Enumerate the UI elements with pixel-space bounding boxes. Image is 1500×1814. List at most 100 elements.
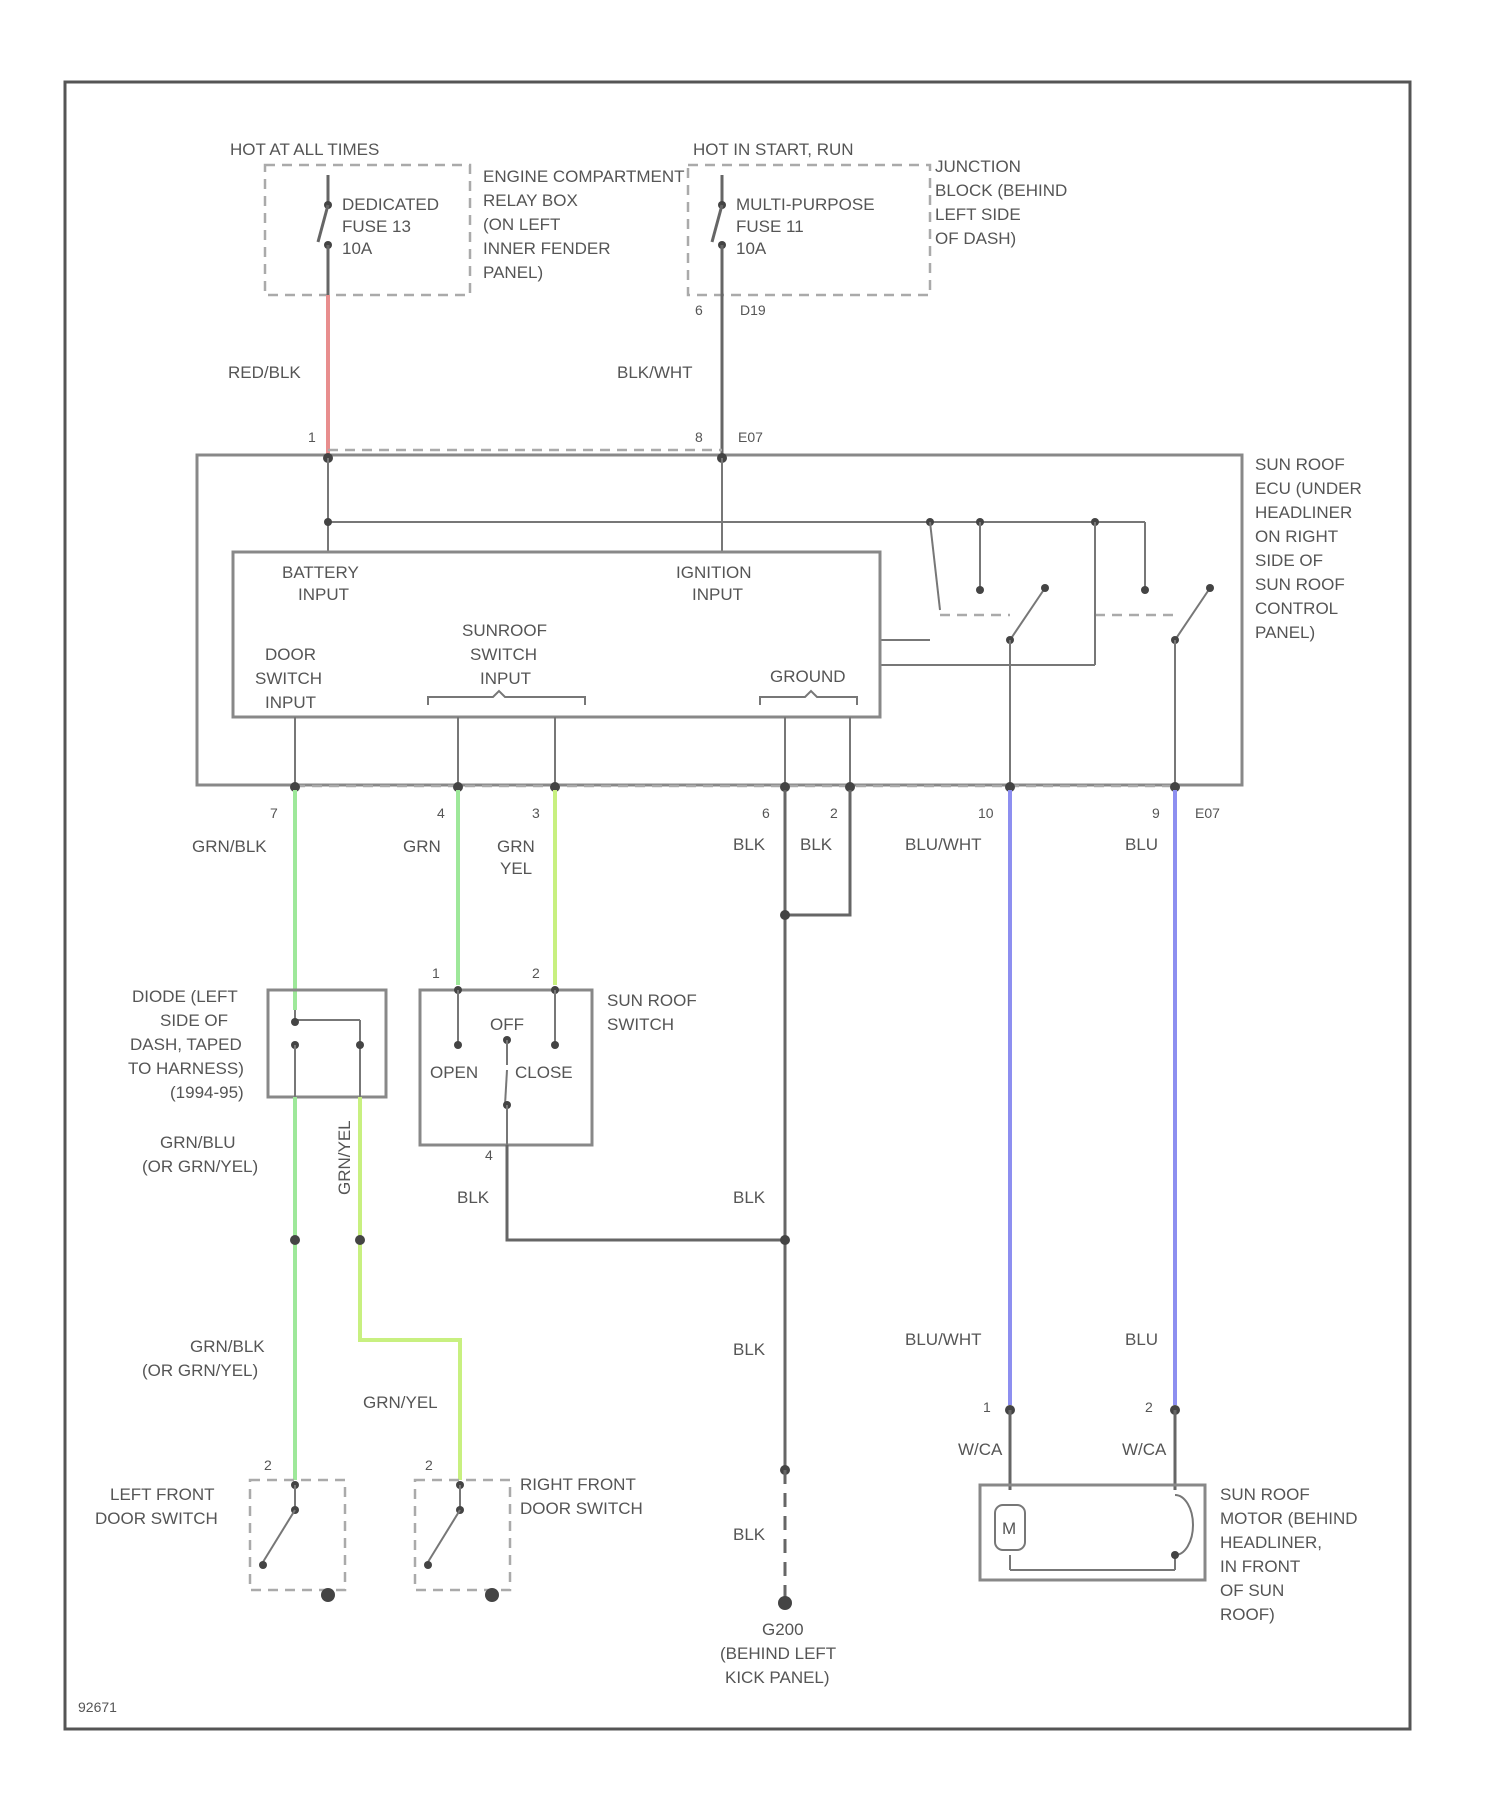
- engine-relay-box-label-1: ENGINE COMPARTMENT: [483, 167, 685, 186]
- diode-label-4: TO HARNESS): [128, 1059, 244, 1078]
- ecu-label-8: PANEL): [1255, 623, 1315, 642]
- grn-blk-or-label-2: (OR GRN/YEL): [142, 1361, 258, 1380]
- ecu-bottom-pin-2: 2: [830, 805, 838, 821]
- diode-outline: [268, 990, 386, 1097]
- ecu-label-5: SIDE OF: [1255, 551, 1323, 570]
- ecu-bottom-pin-6: 6: [762, 805, 770, 821]
- motor-pin-2: 2: [1145, 1399, 1153, 1415]
- ecu-pin-1: 1: [308, 429, 316, 445]
- grn-blk-or-label-1: GRN/BLK: [190, 1337, 265, 1356]
- switch-pin-1: 1: [432, 965, 440, 981]
- sunroof-switch-input-label-1: SUNROOF: [462, 621, 547, 640]
- motor-label-1: SUN ROOF: [1220, 1485, 1310, 1504]
- blk-wht-wire-label: BLK/WHT: [617, 363, 693, 382]
- hot-at-all-times-label: HOT AT ALL TIMES: [230, 140, 379, 159]
- diode-label-1: DIODE (LEFT: [132, 987, 238, 1006]
- diode-label-5: (1994-95): [170, 1083, 244, 1102]
- switch-open-label: OPEN: [430, 1063, 478, 1082]
- multi-purpose-fuse-block: [688, 165, 930, 305]
- blk-center-label-3: BLK: [733, 1525, 766, 1544]
- junction-block-label-3: LEFT SIDE: [935, 205, 1021, 224]
- ecu-label-2: ECU (UNDER: [1255, 479, 1362, 498]
- right-door-switch-outline: [415, 1480, 510, 1590]
- right-door-switch-label-2: DOOR SWITCH: [520, 1499, 643, 1518]
- diode: [268, 990, 386, 1097]
- sunroof-motor: [980, 1405, 1205, 1580]
- engine-relay-box-label-3: (ON LEFT: [483, 215, 560, 234]
- engine-relay-box-label-5: PANEL): [483, 263, 543, 282]
- door-switch-input-label-1: DOOR: [265, 645, 316, 664]
- ecu-bottom-pin-7: 7: [270, 805, 278, 821]
- motor-label-6: ROOF): [1220, 1605, 1275, 1624]
- dedicated-fuse-label-3: 10A: [342, 239, 373, 258]
- jb-pin-6: 6: [695, 302, 703, 318]
- diode-label-2: SIDE OF: [160, 1011, 228, 1030]
- sunroof-switch-label-2: SWITCH: [607, 1015, 674, 1034]
- ecu-label-3: HEADLINER: [1255, 503, 1352, 522]
- junction-block-label-4: OF DASH): [935, 229, 1016, 248]
- motor-label-2: MOTOR (BEHIND: [1220, 1509, 1358, 1528]
- blk-center-label-1: BLK: [733, 1188, 766, 1207]
- motor-label-5: OF SUN: [1220, 1581, 1284, 1600]
- g200-label-2: (BEHIND LEFT: [720, 1644, 836, 1663]
- grn-label: GRN: [403, 837, 441, 856]
- door-switch-input-label-2: SWITCH: [255, 669, 322, 688]
- dedicated-fuse-label-2: FUSE 13: [342, 217, 411, 236]
- ecu-bottom-pin-9: 9: [1152, 805, 1160, 821]
- grn-yel-vertical-label: GRN/YEL: [335, 1120, 354, 1195]
- sunroof-switch-input-label-2: SWITCH: [470, 645, 537, 664]
- right-front-door-switch: [415, 1480, 510, 1602]
- left-door-switch-pin: 2: [264, 1457, 272, 1473]
- blk-center-label-2: BLK: [733, 1340, 766, 1359]
- ecu-label-1: SUN ROOF: [1255, 455, 1345, 474]
- multi-purpose-fuse-label-2: FUSE 11: [736, 217, 804, 236]
- blu-label: BLU: [1125, 835, 1158, 854]
- left-door-switch-outline: [250, 1480, 345, 1590]
- ecu-bottom-pin-4: 4: [437, 805, 445, 821]
- switch-pin-2: 2: [532, 965, 540, 981]
- multi-purpose-fuse-label-1: MULTI-PURPOSE: [736, 195, 875, 214]
- red-blk-wire-label: RED/BLK: [228, 363, 301, 382]
- junction-block-outline: [688, 165, 930, 295]
- g200-label-3: KICK PANEL): [725, 1668, 830, 1687]
- jb-connector-d19: D19: [740, 302, 766, 318]
- multi-purpose-fuse-label-3: 10A: [736, 239, 767, 258]
- grn-blu-label-2: (OR GRN/YEL): [142, 1157, 258, 1176]
- right-door-switch-label-1: RIGHT FRONT: [520, 1475, 636, 1494]
- motor-wire-2-label: W/CA: [1122, 1440, 1167, 1459]
- motor-label-3: HEADLINER,: [1220, 1533, 1322, 1552]
- ecu-bottom-pin-3: 3: [532, 805, 540, 821]
- ignition-input-label-1: IGNITION: [676, 563, 752, 582]
- left-door-switch-label-2: DOOR SWITCH: [95, 1509, 218, 1528]
- diagram-frame: [65, 82, 1410, 1729]
- grn-blk-label: GRN/BLK: [192, 837, 267, 856]
- switch-off-label: OFF: [490, 1015, 524, 1034]
- door-switch-input-label-3: INPUT: [265, 693, 316, 712]
- ground-label: GROUND: [770, 667, 846, 686]
- battery-input-label-1: BATTERY: [282, 563, 359, 582]
- ecu-label-4: ON RIGHT: [1255, 527, 1338, 546]
- g200-label-1: G200: [762, 1620, 804, 1639]
- motor-symbol: M: [1002, 1519, 1016, 1538]
- grn-yel-label-2: YEL: [500, 859, 532, 878]
- blu-wht-label: BLU/WHT: [905, 835, 982, 854]
- ecu-pin-8: 8: [695, 429, 703, 445]
- motor-label-4: IN FRONT: [1220, 1557, 1300, 1576]
- left-door-switch-label-1: LEFT FRONT: [110, 1485, 215, 1504]
- ecu-connector-bottom: E07: [1195, 805, 1220, 821]
- switch-close-label: CLOSE: [515, 1063, 573, 1082]
- blk-switch-label: BLK: [457, 1188, 490, 1207]
- left-front-door-switch: [250, 1480, 345, 1602]
- motor-wire-1-label: W/CA: [958, 1440, 1003, 1459]
- sunroof-switch-label-1: SUN ROOF: [607, 991, 697, 1010]
- blu-lower-label: BLU: [1125, 1330, 1158, 1349]
- sunroof-ecu-outline: [197, 455, 1242, 785]
- sunroof-switch-input-label-3: INPUT: [480, 669, 531, 688]
- junction-block-label-1: JUNCTION: [935, 157, 1021, 176]
- ecu-label-6: SUN ROOF: [1255, 575, 1345, 594]
- motor-pin-1: 1: [983, 1399, 991, 1415]
- ecu-bottom-pin-10: 10: [978, 805, 994, 821]
- battery-input-label-2: INPUT: [298, 585, 349, 604]
- diode-label-3: DASH, TAPED: [130, 1035, 242, 1054]
